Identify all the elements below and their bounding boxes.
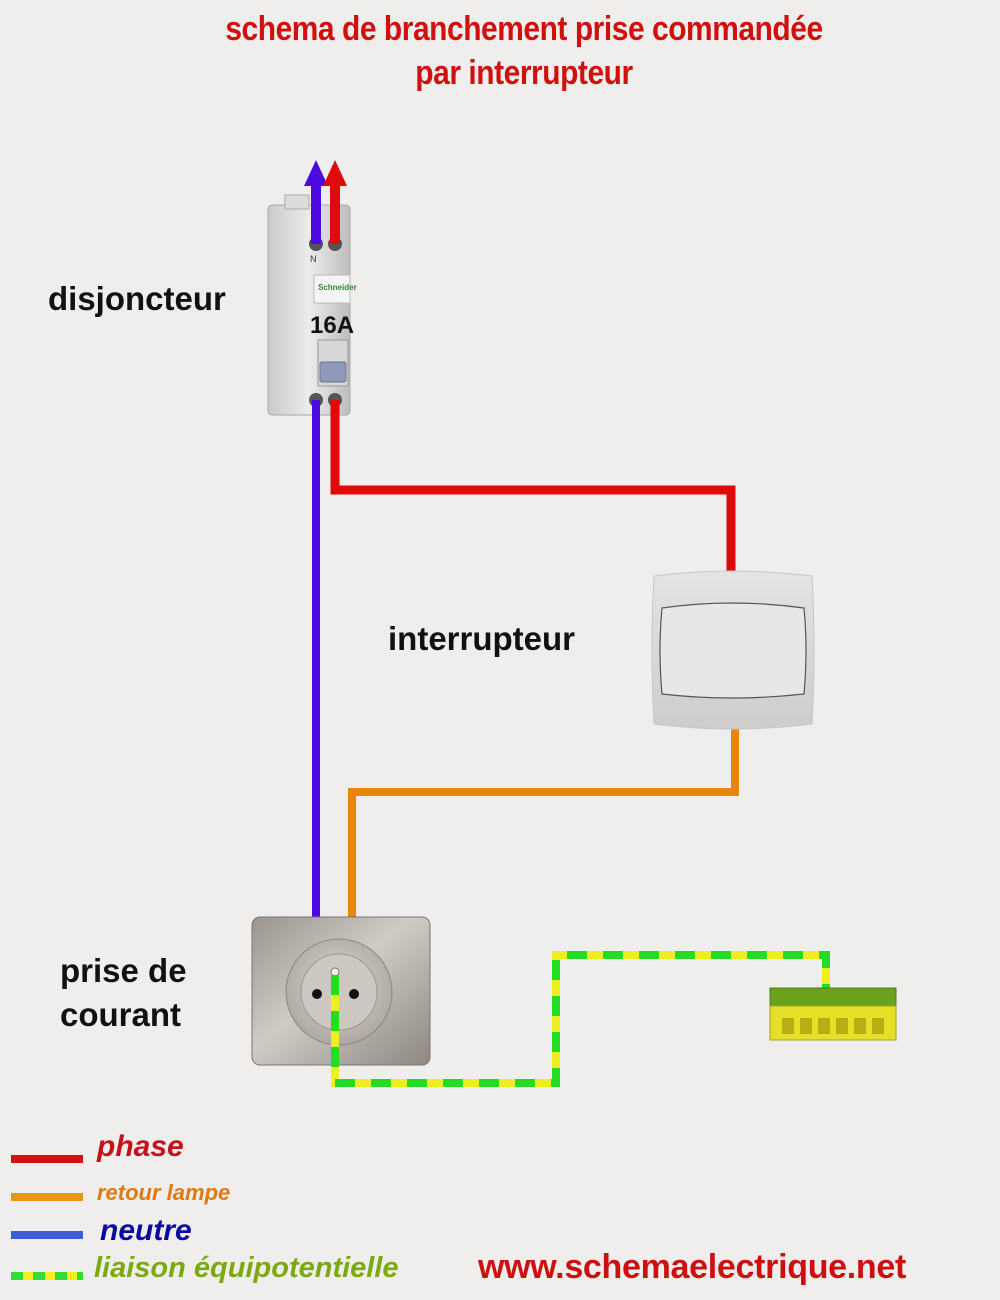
- return-wire: [348, 725, 739, 992]
- outlet-hole-phase: [349, 989, 359, 999]
- earth-wire: [331, 951, 830, 1087]
- circuit-breaker: Schneider 16A N: [267, 194, 357, 416]
- ground-bar: [769, 987, 897, 1041]
- breaker-clip: [284, 194, 310, 210]
- outlet-hole-neutral: [312, 989, 322, 999]
- outlet-label-line-2: courant: [60, 996, 182, 1033]
- title-line-1: schema de branchement prise commandée: [225, 10, 823, 48]
- earth-wire-green: [331, 951, 830, 1087]
- phase-supply-wire: [330, 182, 340, 244]
- neutral-supply-wire: [311, 182, 321, 244]
- legend-swatch-retour: [11, 1193, 83, 1201]
- switch-rocker: [659, 602, 807, 699]
- breaker-rating: 16A: [310, 312, 354, 339]
- ground-bar-top: [769, 987, 897, 1009]
- breaker-brand-plate: [313, 274, 351, 304]
- title-line-2: par interrupteur: [415, 54, 633, 92]
- outlet-label-line-1: prise de: [60, 952, 187, 989]
- legend-swatches: [11, 1155, 83, 1280]
- light-switch: [651, 570, 815, 730]
- legend-label-phase: phase: [97, 1130, 184, 1163]
- supply-arrows: [304, 160, 347, 244]
- legend-label-neutre: neutre: [100, 1214, 192, 1247]
- switch-label: interrupteur: [388, 620, 576, 657]
- phase-wire: [330, 400, 736, 575]
- breaker-brand: Schneider: [318, 283, 357, 292]
- power-outlet: [251, 916, 431, 1066]
- legend-swatch-neutre: [11, 1231, 83, 1239]
- breaker-label: disjoncteur: [48, 280, 226, 317]
- ground-bar-sockets: [782, 1018, 884, 1034]
- neutral-arrow-icon: [304, 160, 328, 186]
- phase-arrow-icon: [323, 160, 347, 186]
- legend-label-retour: retour lampe: [97, 1180, 231, 1205]
- outlet-earth-pin: [330, 967, 340, 977]
- breaker-terminal-label: N: [310, 254, 317, 264]
- legend-swatch-phase: [11, 1155, 83, 1163]
- breaker-toggle: [319, 361, 347, 383]
- legend-label-earth: liaison équipotentielle: [94, 1252, 399, 1284]
- website-url[interactable]: www.schemaelectrique.net: [478, 1248, 907, 1286]
- legend-swatch-earth-yellow: [11, 1272, 83, 1280]
